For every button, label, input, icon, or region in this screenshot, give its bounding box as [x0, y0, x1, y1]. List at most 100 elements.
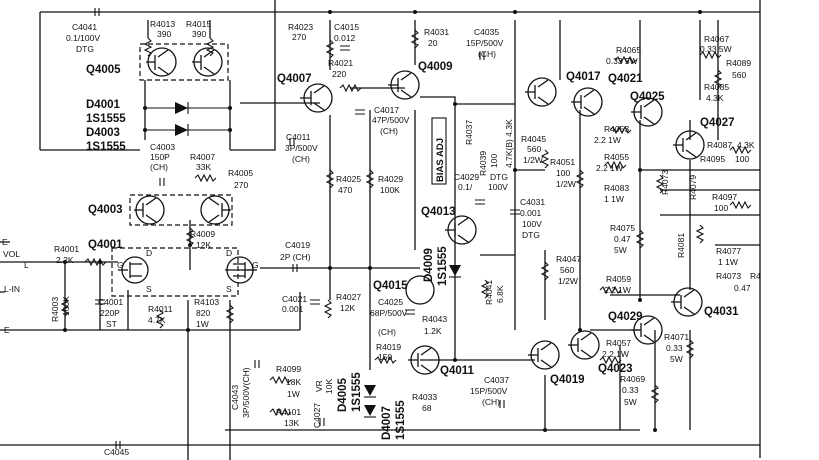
label-r4099-rating: 1W: [287, 389, 300, 399]
label-r4079: R4079: [688, 175, 698, 200]
label-q4023: Q4023: [598, 363, 633, 375]
label-r4033-name: R4033: [412, 392, 437, 402]
label-q4017: Q4017: [566, 71, 601, 83]
label-r4047-rating: 1/2W: [558, 276, 578, 286]
resistor-symbols: [60, 29, 752, 417]
label-c4025-value: 68P/500V: [370, 308, 408, 318]
label-r4073-vertical: R4073: [660, 170, 670, 195]
junction-dots: [63, 10, 702, 432]
label-r4043-value: 1.2K: [424, 326, 442, 336]
label-r4095-value: 100: [735, 154, 749, 164]
label-q4013: Q4013: [421, 206, 456, 218]
label-c4031-name: C4031: [520, 197, 545, 207]
label-r4045-name: R4045: [521, 134, 546, 144]
label-c4019-value: 2P (CH): [280, 252, 311, 262]
label-input-vol: VOL: [3, 249, 20, 259]
label-c4029-value: 0.1/: [458, 182, 473, 192]
label-c4017-name: C4017: [374, 105, 399, 115]
label-q4015: Q4015: [373, 280, 408, 292]
pin-d-right: D: [226, 248, 232, 258]
label-r4073-name-cut: R4: [750, 271, 761, 281]
label-r4075-value: 0.47: [614, 234, 631, 244]
label-c4011-value: 3P/500V: [285, 143, 318, 153]
label-r4023-name: R4023: [288, 22, 313, 32]
label-q4001: Q4001: [88, 239, 123, 251]
q4001-matched-pair-outline: [111, 247, 239, 297]
label-r4069-name: R4069: [620, 374, 645, 384]
label-r4073-value: 0.47: [734, 283, 751, 293]
label-r4071-rating: 5W: [670, 354, 683, 364]
label-r4031-name: R4031: [424, 27, 449, 37]
label-d4001: D4001: [86, 99, 120, 111]
label-r4013-name: R4013: [150, 19, 175, 29]
label-c4041-type: DTG: [76, 44, 94, 54]
label-r4077-name: R4077: [716, 246, 741, 256]
label-r4085-value: 4.3K: [706, 93, 724, 103]
label-c4003-type: (CH): [150, 162, 168, 172]
label-r4015-value: 390: [192, 29, 206, 39]
label-q4029: Q4029: [608, 311, 643, 323]
label-r4069-rating: 5W: [624, 397, 637, 407]
label-r4025-value: 470: [338, 185, 352, 195]
label-q4007: Q4007: [277, 73, 312, 85]
label-d4007-type: 1S1555: [395, 400, 407, 440]
label-q4025: Q4025: [630, 91, 665, 103]
label-c4011-type: (CH): [292, 154, 310, 164]
q4005-matched-pair-outline: [139, 43, 229, 81]
label-r4057-value: 2.2 1W: [602, 349, 629, 359]
label-r4045-rating: 1/2W: [523, 155, 543, 165]
label-r4009-name: R4009: [190, 229, 215, 239]
label-input-e-bottom: E: [4, 325, 10, 335]
label-d4005: D4005: [337, 378, 349, 412]
label-r4083-value: 1 1W: [604, 194, 624, 204]
label-r4075-rating: 5W: [614, 245, 627, 255]
label-r4045-value: 560: [527, 144, 541, 154]
label-r4033-value: 68: [422, 403, 432, 413]
label-r4089-name: R4089: [726, 58, 751, 68]
label-c4025-name: C4025: [378, 297, 403, 307]
label-r4007-value: 33K: [196, 162, 211, 172]
label-r4037-name: R4037: [464, 120, 474, 145]
label-r4009-value: 12K: [196, 240, 211, 250]
label-vr-name: VR: [314, 380, 324, 392]
label-c4037-type: (CH): [482, 397, 500, 407]
label-r4019-value: 150: [378, 352, 392, 362]
label-r4087-value: 4.3K: [737, 140, 755, 150]
label-r4099-name: R4099: [276, 364, 301, 374]
label-c4021-value: 0.001: [282, 304, 304, 314]
pin-g-right: G: [252, 260, 259, 270]
pin-s-left: S: [146, 284, 152, 294]
label-q4031: Q4031: [704, 306, 739, 318]
label-c4017-type: (CH): [380, 126, 398, 136]
label-r4095-name: R4095: [700, 154, 725, 164]
label-c4001-value: 220P: [100, 308, 120, 318]
label-c4019-name: C4019: [285, 240, 310, 250]
label-r4069-value: 0.33: [622, 385, 639, 395]
label-c4003-value: 150P: [150, 152, 170, 162]
label-r4103-name: R4103: [194, 297, 219, 307]
label-r4043-name: R4043: [422, 314, 447, 324]
label-c4041-value: 0.1/100V: [66, 33, 100, 43]
label-r4087-name: R4087: [707, 140, 732, 150]
label-r4101-value: 13K: [284, 418, 299, 428]
input-connector-lines: [0, 241, 10, 293]
label-q4019: Q4019: [550, 374, 585, 386]
label-vr-value: 10K: [324, 379, 334, 394]
label-q4021: Q4021: [608, 73, 643, 85]
label-r4053-name: R4053: [604, 124, 629, 134]
label-r4081: R4081: [676, 233, 686, 258]
label-r4059-value: 2.2 1W: [604, 285, 631, 295]
transistor-symbols: [118, 47, 705, 375]
label-bias-adj: BIAS ADJ: [435, 138, 446, 182]
label-q4005: Q4005: [86, 64, 121, 76]
label-d4009-type: 1S1555: [437, 246, 449, 286]
label-r4071-name: R4071: [664, 332, 689, 342]
label-c4021-name: C4021: [282, 294, 307, 304]
label-r4047-value: 560: [560, 265, 574, 275]
label-d4009: D4009: [423, 248, 435, 282]
label-c4041-name: C4041: [72, 22, 97, 32]
label-r4055-value: 2.2 1W: [596, 163, 623, 173]
label-r4071-value: 0.33: [666, 343, 683, 353]
label-c4029-voltage: 100V: [488, 182, 508, 192]
label-r4001-name: R4001: [54, 244, 79, 254]
